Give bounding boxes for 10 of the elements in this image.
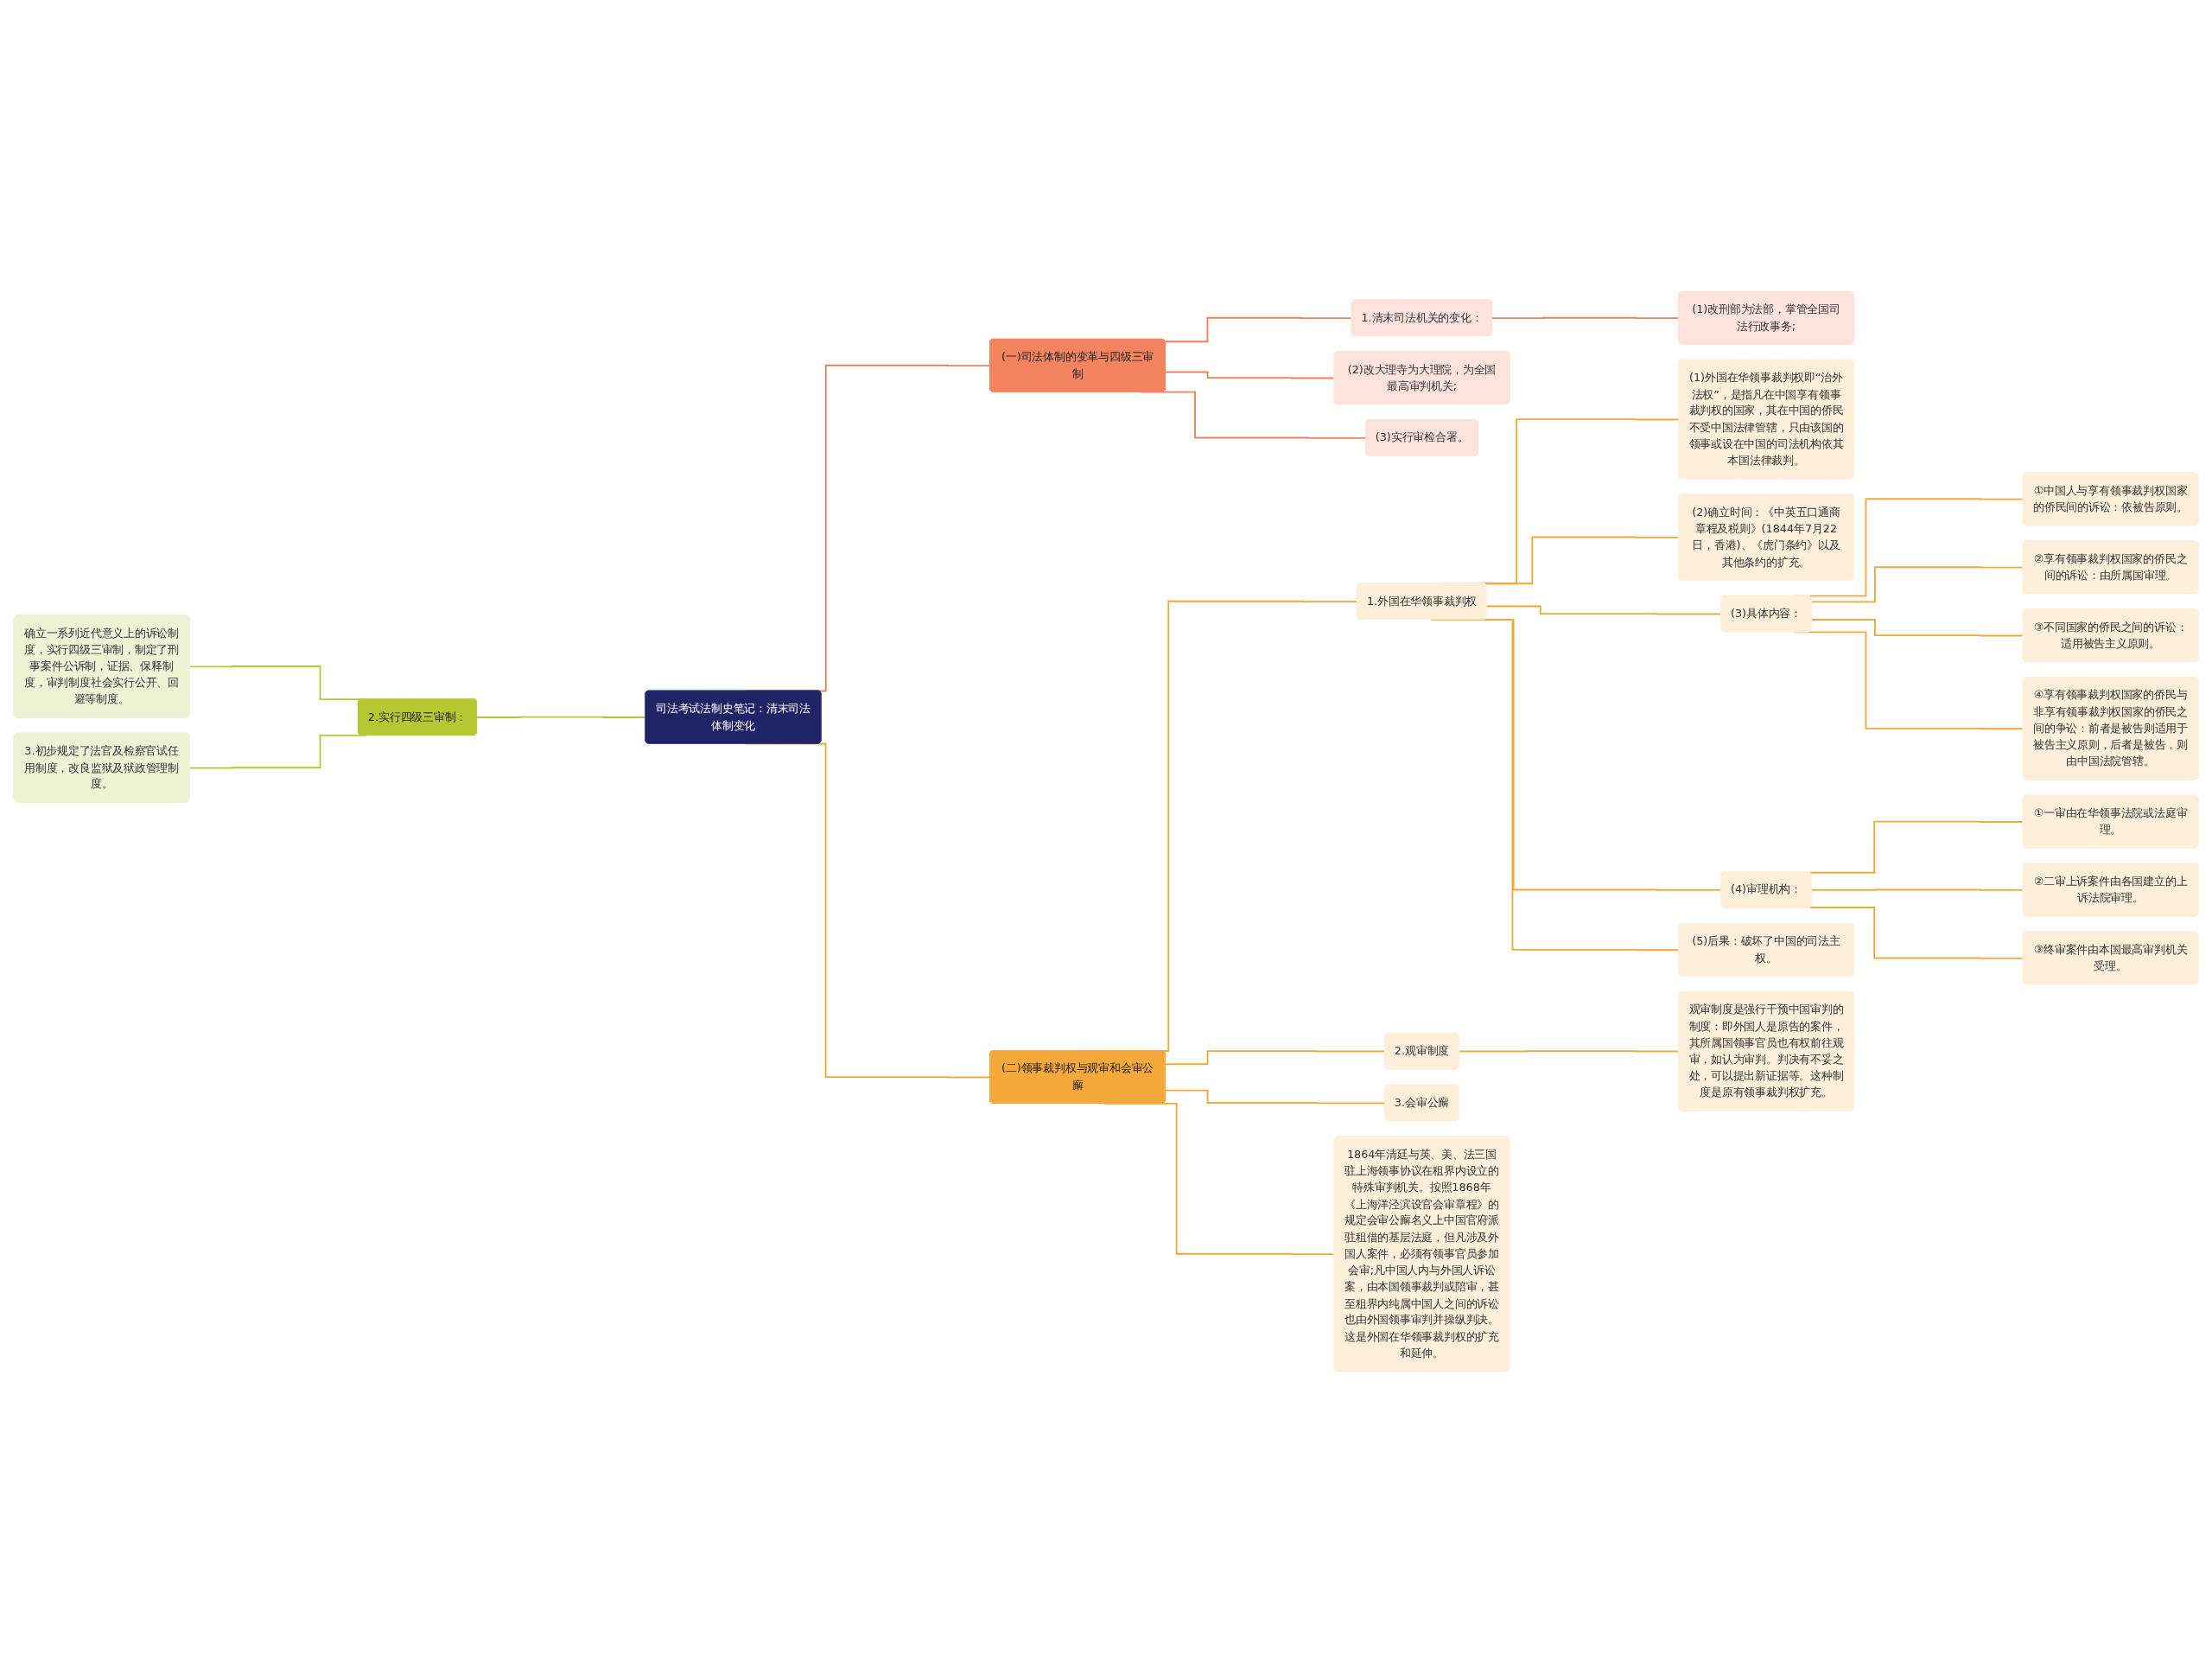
- connector: [1485, 605, 1722, 614]
- connector: [1164, 371, 1336, 379]
- connector: [1164, 1089, 1386, 1104]
- connector: [1164, 1049, 1386, 1065]
- connector: [1139, 391, 1367, 439]
- connector: [475, 716, 647, 718]
- connector: [1164, 316, 1353, 342]
- connector: [1491, 316, 1680, 319]
- connector: [188, 734, 368, 769]
- connector: [1458, 1049, 1680, 1052]
